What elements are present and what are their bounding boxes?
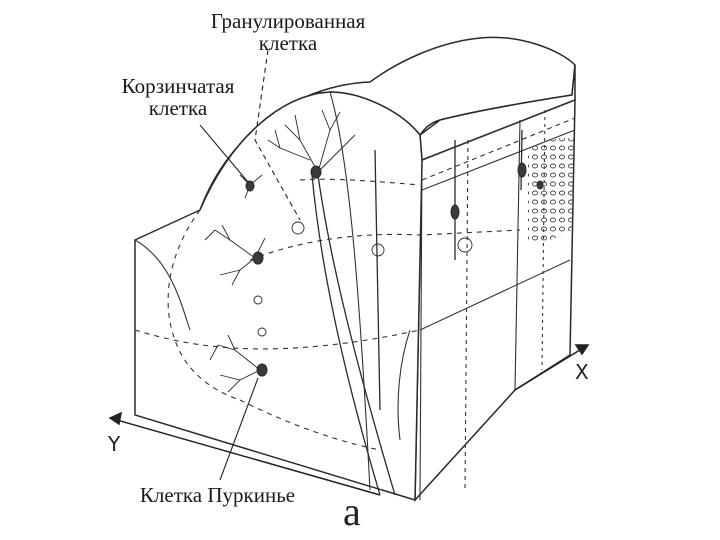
granule-layer-dots <box>528 138 575 242</box>
basket-cell-label-line2: клетка <box>98 97 258 119</box>
granule-cell-label-line1: Гранулированная <box>188 10 388 32</box>
granule-cell-label-line2: клетка <box>188 32 388 54</box>
purkinje-cell-label: Клетка Пуркинье <box>125 484 310 506</box>
figure-caption: а <box>343 488 361 535</box>
granule-soma-b <box>518 163 526 177</box>
granule-soma-a <box>451 205 459 219</box>
purkinje-soma-lower <box>257 364 267 376</box>
basket-soma <box>246 181 254 191</box>
purkinje-soma-upper <box>311 166 321 178</box>
y-axis-label: Y <box>108 432 120 456</box>
basket-cell-label-line1: Корзинчатая <box>98 75 258 97</box>
purkinje-soma-mid <box>253 252 263 264</box>
granule-cell-label: Гранулированная клетка <box>188 10 388 54</box>
granule-soma-c <box>537 181 543 189</box>
basket-cell-label: Корзинчатая клетка <box>98 75 258 119</box>
x-axis-label: X <box>575 360 589 384</box>
